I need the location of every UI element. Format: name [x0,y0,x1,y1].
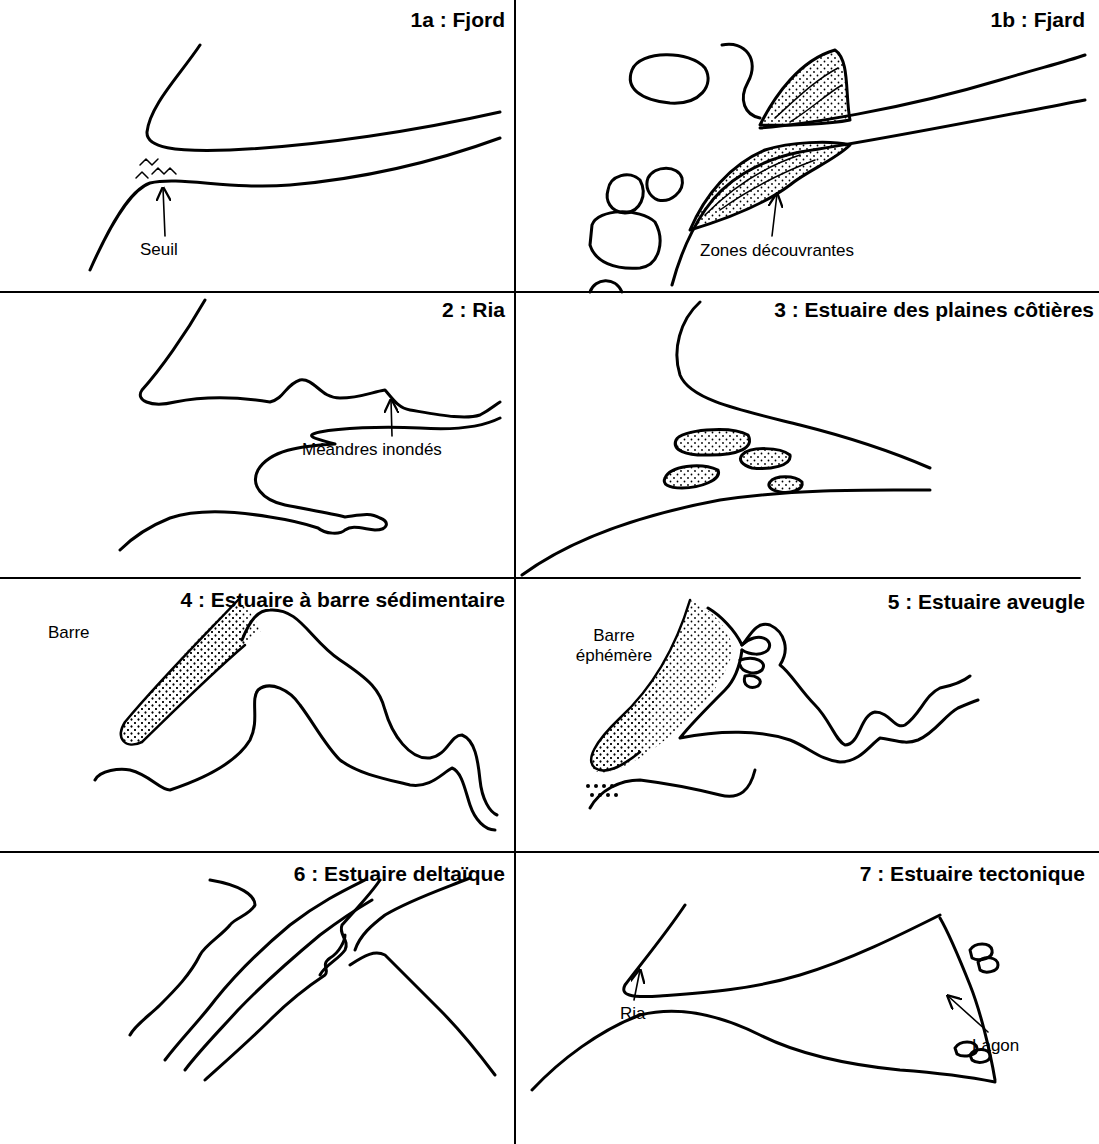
panel-title: 7 : Estuaire tectonique [860,862,1085,886]
callout-label: Seuil [140,240,178,260]
panel-title: 5 : Estuaire aveugle [888,590,1085,614]
bar-estuary-drawing [95,598,497,830]
panel-title: 1b : Fjard [990,8,1085,32]
panel-title: 4 : Estuaire à barre sédimentaire [181,588,506,612]
fjard-drawing [590,44,1085,292]
panel-title: 3 : Estuaire des plaines côtières [774,298,1094,322]
callout-label: Barre [48,623,90,643]
callout-label: Méandres inondés [302,440,442,460]
blind-estuary-drawing [586,600,978,808]
panel-title: 2 : Ria [442,298,505,322]
callout-label: Zones découvrantes [700,241,854,261]
tectonic-estuary-drawing [532,905,998,1090]
coastal-plain-drawing [522,302,930,575]
delta-drawing [130,878,495,1080]
panel-title: 6 : Estuaire deltaïque [294,862,505,886]
fjord-drawing [90,45,500,270]
callout-label: Ria [620,1004,646,1024]
ria-drawing [120,300,500,550]
callout-label: Lagon [972,1036,1019,1056]
panel-title: 1a : Fjord [410,8,505,32]
callout-label: Barre éphémère [572,626,656,665]
